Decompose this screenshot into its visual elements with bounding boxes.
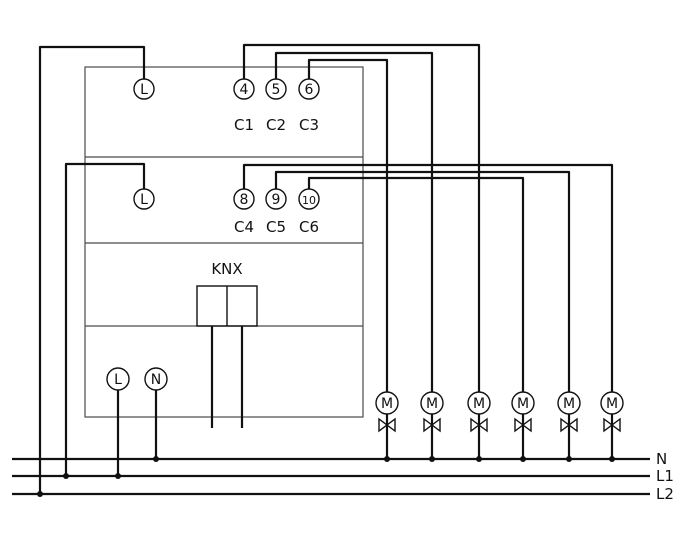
wire-c1: [242, 43, 481, 392]
channel-label-c4: C4: [234, 218, 254, 236]
junction-dot: [609, 456, 615, 462]
valve-2: M: [420, 391, 444, 459]
wire-l1-to-mid-l: [64, 162, 146, 476]
channel-label-c2: C2: [266, 116, 286, 134]
channel-label-c6: C6: [299, 218, 319, 236]
valve-motor-label: M: [473, 396, 485, 412]
junction-dot: [63, 473, 69, 479]
terminal-4-label: 4: [240, 82, 249, 98]
junction-dot: [153, 456, 159, 462]
valve-5: M: [557, 391, 581, 459]
terminal-mid-l: [133, 188, 155, 210]
junction-dot: [429, 456, 435, 462]
wire-l2-to-top-l: [38, 45, 146, 494]
terminal-6: [298, 78, 320, 100]
terminal-4: [233, 78, 255, 100]
wire-c2: [274, 51, 434, 392]
terminal-5: [265, 78, 287, 100]
channel-label-c3: C3: [299, 116, 319, 134]
actuator-enclosure: [84, 66, 364, 418]
valve-1: M: [375, 391, 399, 459]
rail-label-n: N: [656, 450, 667, 468]
valve-motor-label: M: [426, 396, 438, 412]
knx-label: KNX: [211, 260, 242, 278]
terminal-10: [298, 188, 320, 210]
valve-motor-label: M: [381, 396, 393, 412]
valve-3: M: [467, 391, 491, 459]
valve-motor-label: M: [563, 396, 575, 412]
valve-body-icon: [603, 417, 621, 433]
terminal-5-label: 5: [272, 82, 281, 98]
channel-label-c5: C5: [266, 218, 286, 236]
valve-body-icon: [470, 417, 488, 433]
terminals-mid: L 8 9 10 C4 C5 C6: [133, 188, 320, 236]
wire-c4: [242, 163, 614, 392]
channel-label-c1: C1: [234, 116, 254, 134]
rail-label-l1: L1: [656, 467, 674, 485]
junction-dot: [520, 456, 526, 462]
terminal-power-n-label: N: [151, 372, 161, 388]
valve-body-icon: [560, 417, 578, 433]
valve-4: M: [511, 391, 535, 459]
terminal-top-l: [133, 78, 155, 100]
terminal-mid-l-label: L: [140, 192, 148, 208]
terminal-6-label: 6: [305, 82, 314, 98]
terminal-8-label: 8: [240, 192, 249, 208]
wire-c5: [274, 170, 571, 392]
valve-body-icon: [514, 417, 532, 433]
valve-body-icon: [423, 417, 441, 433]
knx-bus-connector: KNX: [196, 260, 258, 428]
terminal-top-l-label: L: [140, 82, 148, 98]
output-wiring: [242, 43, 614, 392]
terminal-10-label: 10: [302, 194, 316, 207]
terminal-9-label: 9: [272, 192, 281, 208]
valve-motor-label: M: [517, 396, 529, 412]
supply-wiring: [38, 45, 158, 494]
terminal-8: [233, 188, 255, 210]
junction-dot: [37, 491, 43, 497]
wire-c3: [307, 58, 389, 392]
valve-body-icon: [378, 417, 396, 433]
junction-dot: [384, 456, 390, 462]
power-terminals: L N: [106, 367, 168, 391]
valve-6: M: [600, 391, 624, 459]
junction-dots: [37, 456, 615, 497]
terminals-top: L 4 5 6 C1 C2 C3: [133, 78, 320, 134]
terminal-9: [265, 188, 287, 210]
rail-label-l2: L2: [656, 485, 674, 503]
terminal-power-l-label: L: [114, 372, 122, 388]
junction-dot: [115, 473, 121, 479]
enclosure-outline: [84, 66, 364, 418]
terminal-power-l: [106, 367, 130, 391]
junction-dot: [476, 456, 482, 462]
junction-dot: [566, 456, 572, 462]
wire-c6: [307, 176, 525, 392]
power-rails: N L1 L2: [12, 450, 674, 503]
valve-motor-label: M: [606, 396, 618, 412]
terminal-power-n: [144, 367, 168, 391]
